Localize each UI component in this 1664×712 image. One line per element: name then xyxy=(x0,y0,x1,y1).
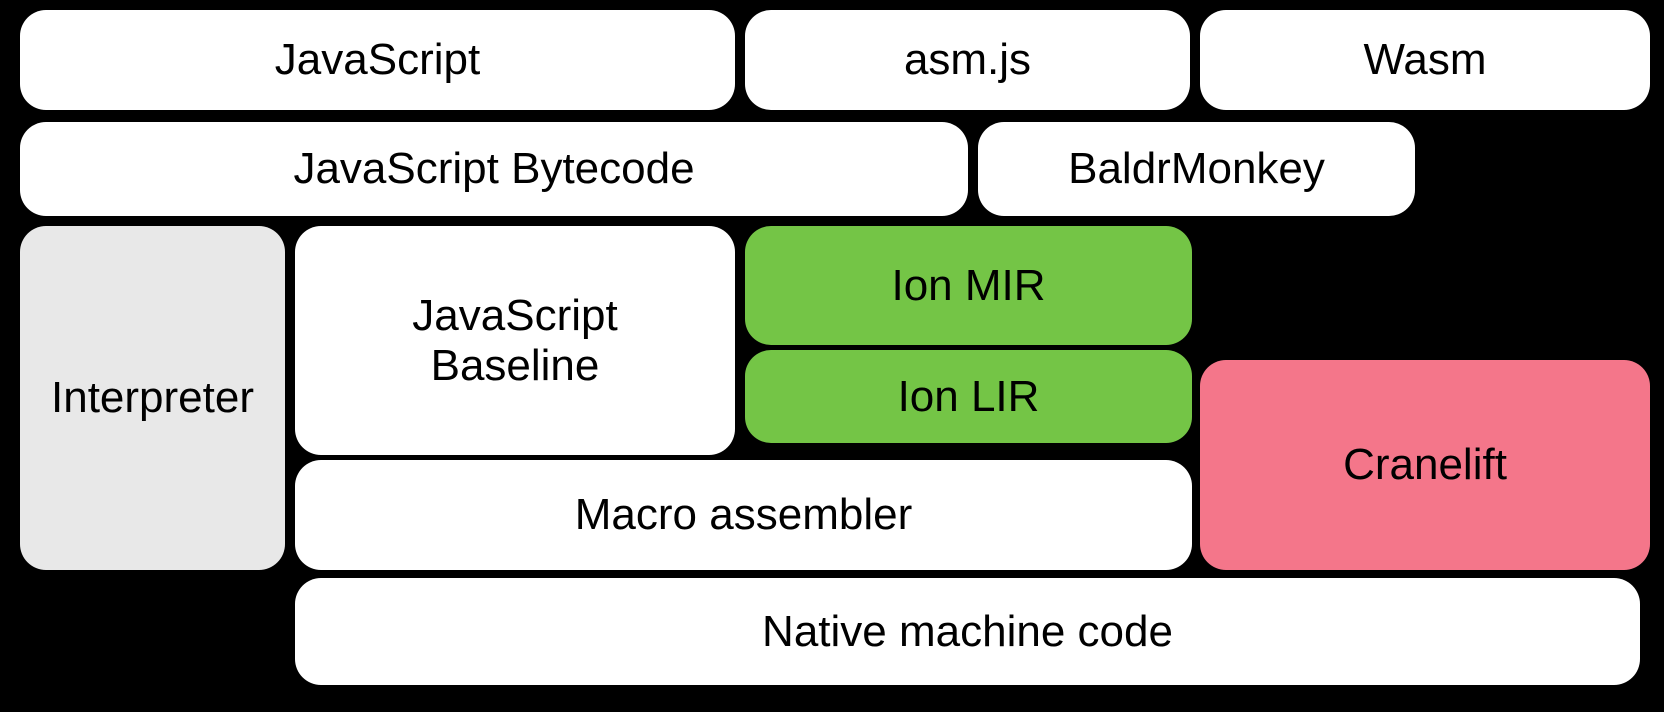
node-javascript-baseline[interactable]: JavaScript Baseline xyxy=(295,226,735,455)
node-native-machine-code[interactable]: Native machine code xyxy=(295,578,1640,685)
node-javascript[interactable]: JavaScript xyxy=(20,10,735,110)
node-ion-lir[interactable]: Ion LIR xyxy=(745,350,1192,443)
node-macro-assembler[interactable]: Macro assembler xyxy=(295,460,1192,570)
node-wasm[interactable]: Wasm xyxy=(1200,10,1650,110)
node-asmjs[interactable]: asm.js xyxy=(745,10,1190,110)
node-baldrmonkey[interactable]: BaldrMonkey xyxy=(978,122,1415,216)
node-cranelift[interactable]: Cranelift xyxy=(1200,360,1650,570)
node-ion-mir[interactable]: Ion MIR xyxy=(745,226,1192,345)
node-javascript-bytecode[interactable]: JavaScript Bytecode xyxy=(20,122,968,216)
node-interpreter[interactable]: Interpreter xyxy=(20,226,285,570)
